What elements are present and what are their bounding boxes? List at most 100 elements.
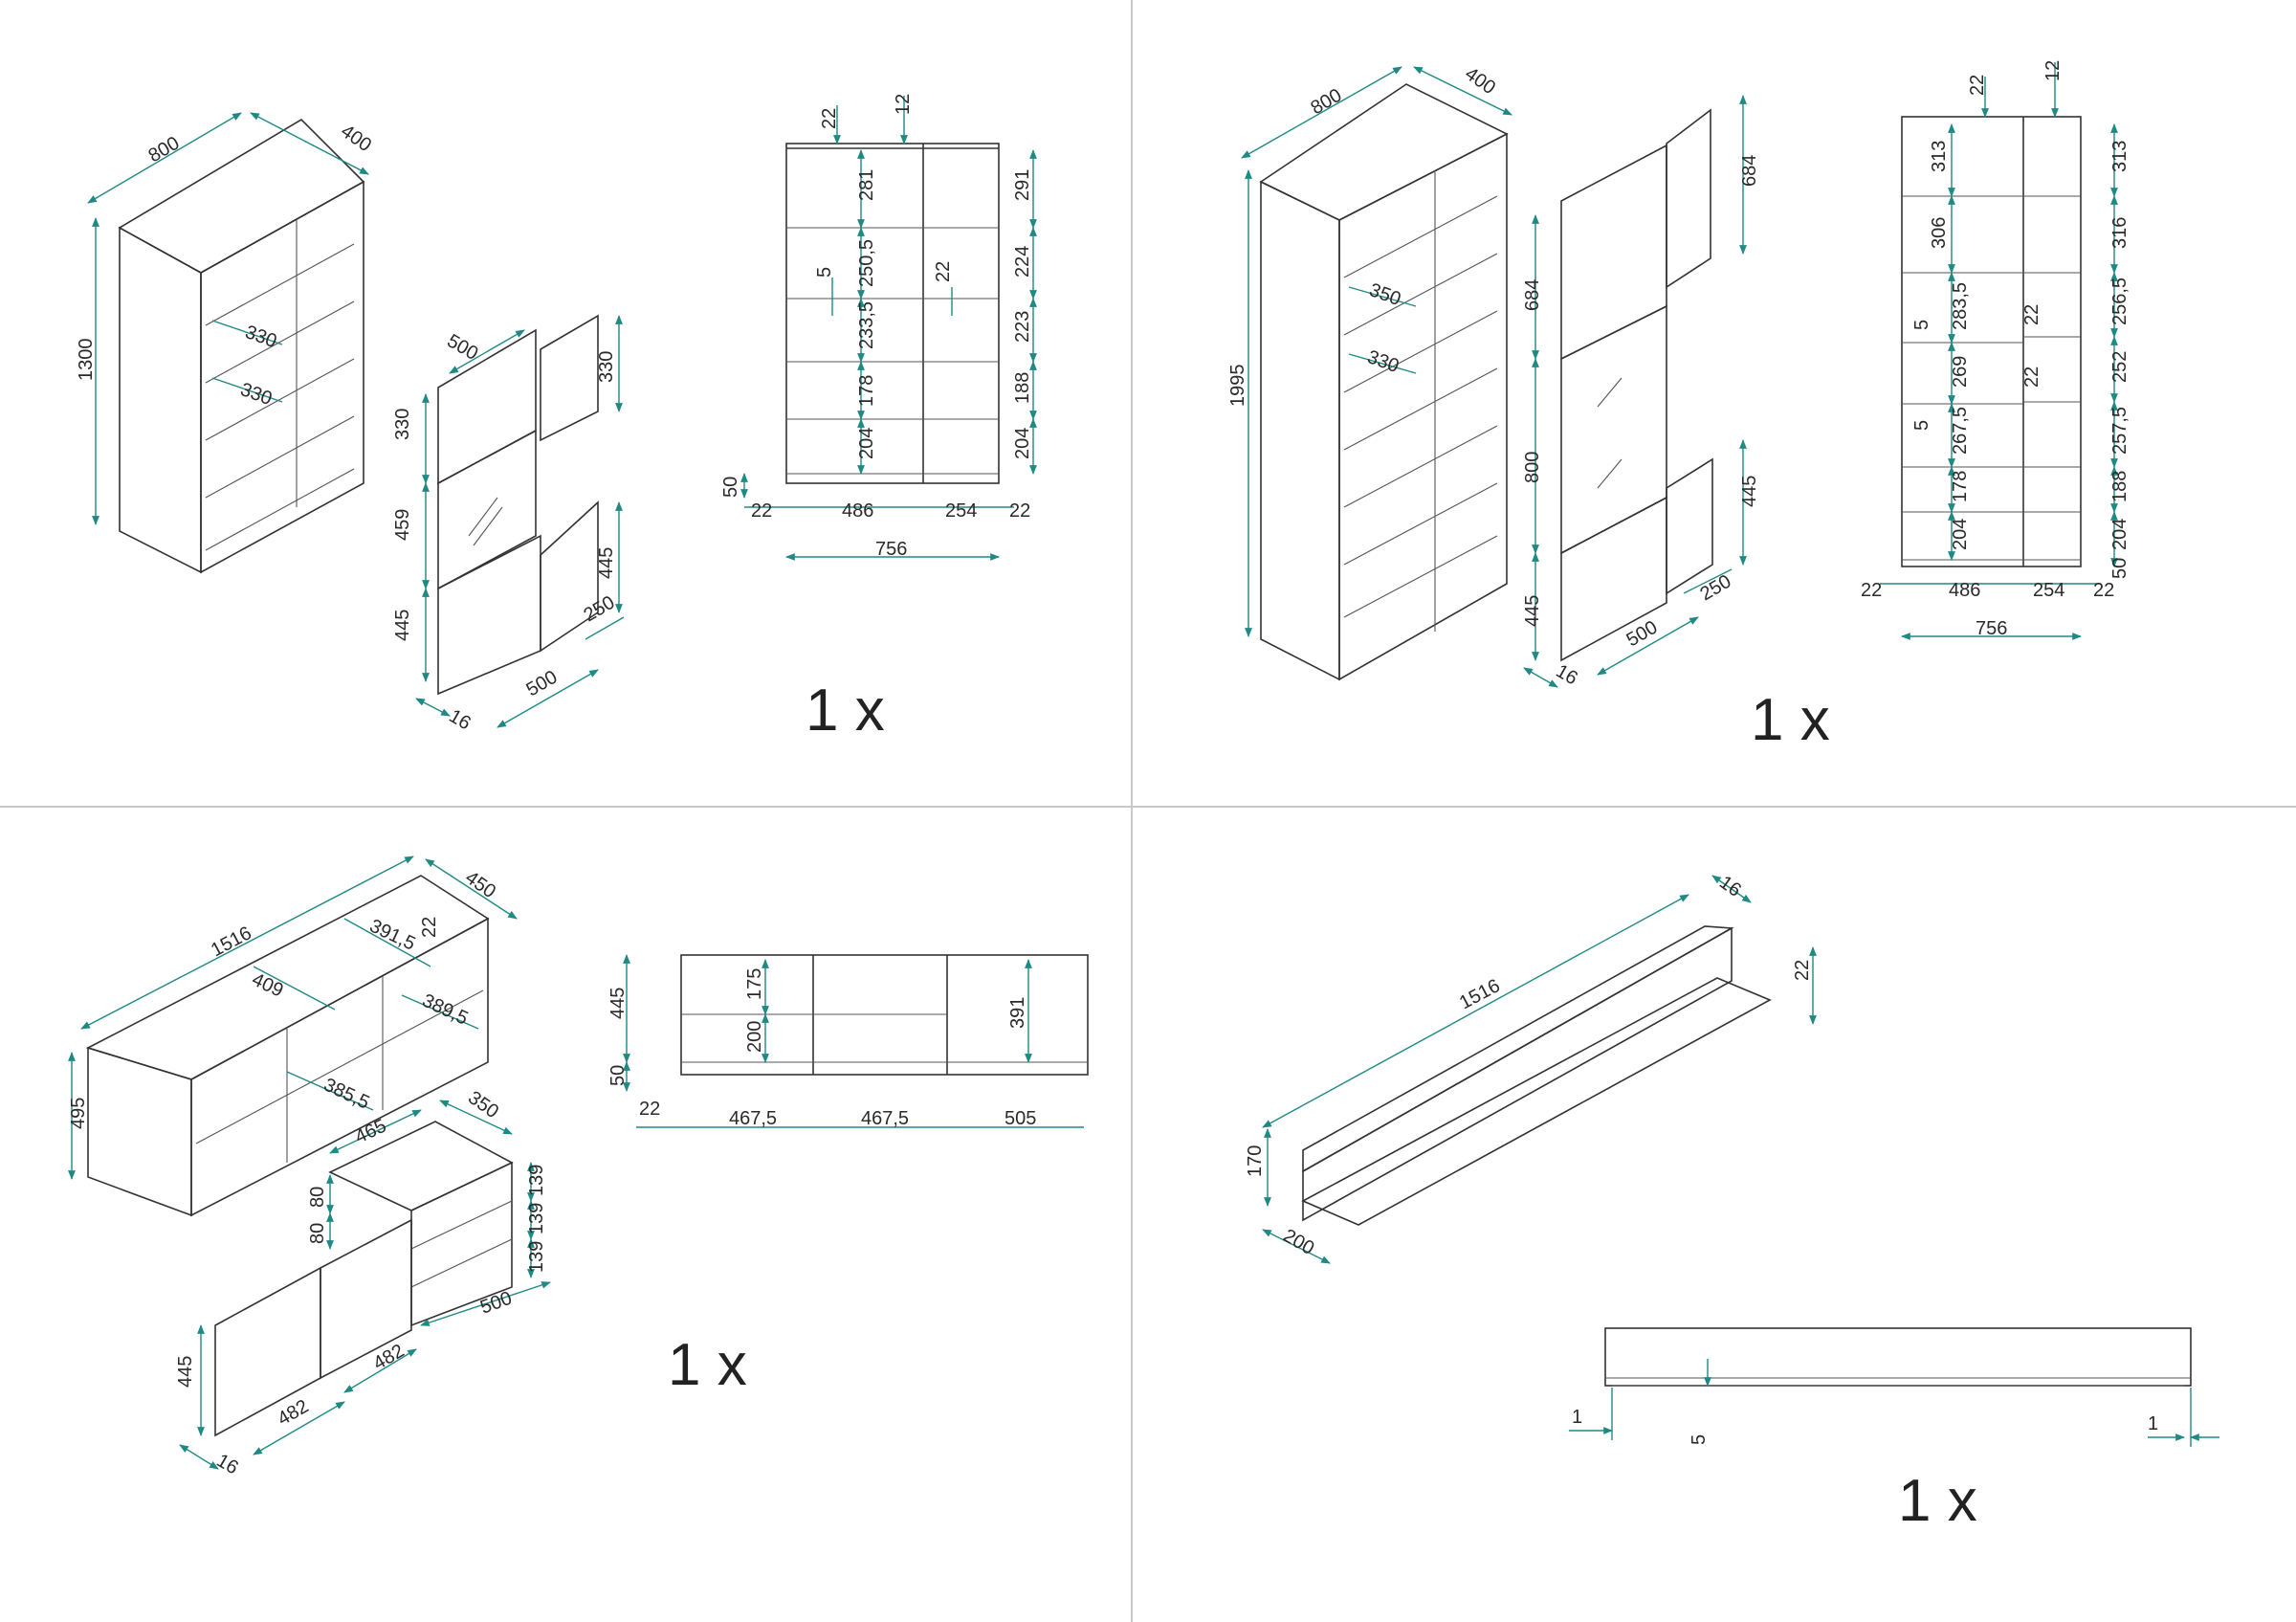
dim-left-5: 5 <box>814 267 835 278</box>
dim-right-224: 224 <box>1012 246 1033 278</box>
dim-shelf-16: 16 <box>1715 872 1745 901</box>
dim-bottom-22a: 22 <box>751 500 772 522</box>
dim-front-1-right: 1 <box>2148 1413 2158 1434</box>
dim-right-291: 291 <box>1012 169 1033 201</box>
dim-right-188: 188 <box>1012 372 1033 404</box>
doors-exploded-view: 500 330 330 459 445 445 250 500 16 <box>392 314 625 734</box>
dim-door-459: 459 <box>392 509 413 541</box>
dim-door-330a: 330 <box>392 409 413 440</box>
dim-front-5: 5 <box>1689 1434 1710 1445</box>
dim-385-5: 385,5 <box>320 1075 373 1114</box>
dim-bottom-22b: 22 <box>1009 500 1030 522</box>
dim-right-22a: 22 <box>2021 304 2042 325</box>
dim-door-482a: 482 <box>370 1341 408 1375</box>
dim-depth-400: 400 <box>337 121 375 156</box>
dim-drawer-465: 465 <box>352 1115 390 1147</box>
dim-left-178: 178 <box>1950 471 1971 502</box>
dim-right-22: 22 <box>933 261 954 282</box>
dim-bottom-467-5b: 467,5 <box>861 1108 909 1129</box>
dim-bottom-486: 486 <box>1949 580 1980 601</box>
dim-409: 409 <box>249 969 287 1002</box>
dim-door-width-500: 500 <box>444 330 482 365</box>
cabinet-iso-view: 800 400 1300 330 330 <box>76 112 375 574</box>
dim-door-800: 800 <box>1522 452 1543 483</box>
dim-left-178: 178 <box>856 375 877 407</box>
dim-right-316: 316 <box>2109 217 2130 249</box>
dim-top-22: 22 <box>819 108 840 129</box>
dim-width-1516: 1516 <box>208 922 255 961</box>
panel-1-cabinet-1300: 800 400 1300 330 330 500 330 3 <box>76 94 1037 744</box>
dim-drawer-350: 350 <box>464 1087 502 1122</box>
dim-bottom-22a: 22 <box>1861 580 1882 601</box>
dim-right-252: 252 <box>2109 351 2130 383</box>
dim-shelf-330: 330 <box>1364 346 1402 377</box>
dim-top-12: 12 <box>893 94 914 115</box>
dim-right-223: 223 <box>1012 311 1033 343</box>
dim-width-800: 800 <box>145 133 184 167</box>
dim-height-495: 495 <box>68 1098 89 1129</box>
dim-height-445: 445 <box>607 988 629 1019</box>
dim-shelf-22: 22 <box>1792 960 1813 981</box>
dim-inner-175: 175 <box>744 968 765 1000</box>
dim-door-330b: 330 <box>596 351 617 383</box>
dim-left-233-5: 233,5 <box>856 301 877 349</box>
dim-drawer-139a: 139 <box>526 1165 547 1196</box>
dim-width-800: 800 <box>1308 85 1346 120</box>
dim-total-756: 756 <box>875 539 907 560</box>
dim-left-269: 269 <box>1950 356 1971 388</box>
dim-shelf-170: 170 <box>1245 1145 1266 1177</box>
dim-depth-450: 450 <box>461 867 499 902</box>
dim-height-1300: 1300 <box>76 339 97 382</box>
dim-door-500: 500 <box>523 667 562 701</box>
dim-drawer-139c: 139 <box>526 1241 547 1273</box>
dim-drawer-80b: 80 <box>307 1223 328 1244</box>
dim-door-445: 445 <box>175 1356 196 1388</box>
dim-shelf-330a: 330 <box>242 322 279 352</box>
dim-door-16: 16 <box>446 705 475 734</box>
shelf-front-view: 1 5 1 <box>1569 1327 2219 1447</box>
dim-left-283-5: 283,5 <box>1950 282 1971 330</box>
dim-left-5b: 5 <box>1911 420 1932 431</box>
dim-door-445a: 445 <box>392 610 413 641</box>
doors-exploded-view: 445 482 482 16 <box>175 1218 417 1478</box>
dim-left-250-5: 250,5 <box>856 239 877 287</box>
dim-door-500: 500 <box>1623 617 1662 652</box>
dim-left-313: 313 <box>1929 141 1950 172</box>
quantity-label-2: 1 x <box>1751 687 1830 753</box>
front-elevation-view: 445 50 175 200 391 22 467,5 467,5 505 <box>607 954 1089 1129</box>
dim-left-204: 204 <box>856 428 877 459</box>
front-elevation-view: 22 12 281 250,5 5 233,5 178 204 291 22 2… <box>720 94 1037 561</box>
quantity-label-1: 1 x <box>806 678 885 744</box>
dim-bottom-505: 505 <box>1004 1108 1036 1129</box>
dim-right-50: 50 <box>2109 558 2130 579</box>
dim-top-22: 22 <box>1967 75 1988 96</box>
dim-right-22b: 22 <box>2021 367 2042 388</box>
dim-right-204: 204 <box>2109 519 2130 550</box>
cabinet-iso-view: 800 400 1995 350 330 <box>1227 63 1512 681</box>
panel-3-lowboard: 1516 450 22 391,5 409 389,5 385,5 495 35… <box>68 855 1089 1478</box>
dim-door-445a: 445 <box>1522 595 1543 627</box>
dim-391-5: 391,5 <box>366 916 419 955</box>
dim-door-445b: 445 <box>596 547 617 579</box>
dim-top-12: 12 <box>2042 60 2064 81</box>
dim-shelf-330b: 330 <box>237 379 275 410</box>
dim-left-5a: 5 <box>1911 320 1932 330</box>
doors-exploded-view: 684 684 800 445 445 250 500 16 <box>1522 95 1760 689</box>
dim-door-16: 16 <box>1553 660 1581 689</box>
dim-right-256-5: 256,5 <box>2109 278 2130 325</box>
dim-door-250: 250 <box>1697 571 1735 606</box>
dim-drawer-80a: 80 <box>307 1187 328 1208</box>
dim-bottom-254: 254 <box>945 500 977 522</box>
dim-left-204: 204 <box>1950 519 1971 550</box>
dim-door-684b: 684 <box>1522 279 1543 311</box>
dim-bottom-486: 486 <box>842 500 873 522</box>
dim-left-267-5: 267,5 <box>1950 407 1971 455</box>
quantity-label-4: 1 x <box>1898 1468 1977 1534</box>
dim-height-1995: 1995 <box>1227 365 1248 408</box>
drawers-exploded-view: 350 465 80 80 139 139 139 500 <box>307 1087 551 1327</box>
quantity-label-3: 1 x <box>668 1332 747 1398</box>
dim-top-22: 22 <box>419 917 440 938</box>
dim-bottom-467-5a: 467,5 <box>729 1108 777 1129</box>
dim-inner-200: 200 <box>744 1021 765 1053</box>
dim-drawer-500: 500 <box>477 1288 515 1319</box>
